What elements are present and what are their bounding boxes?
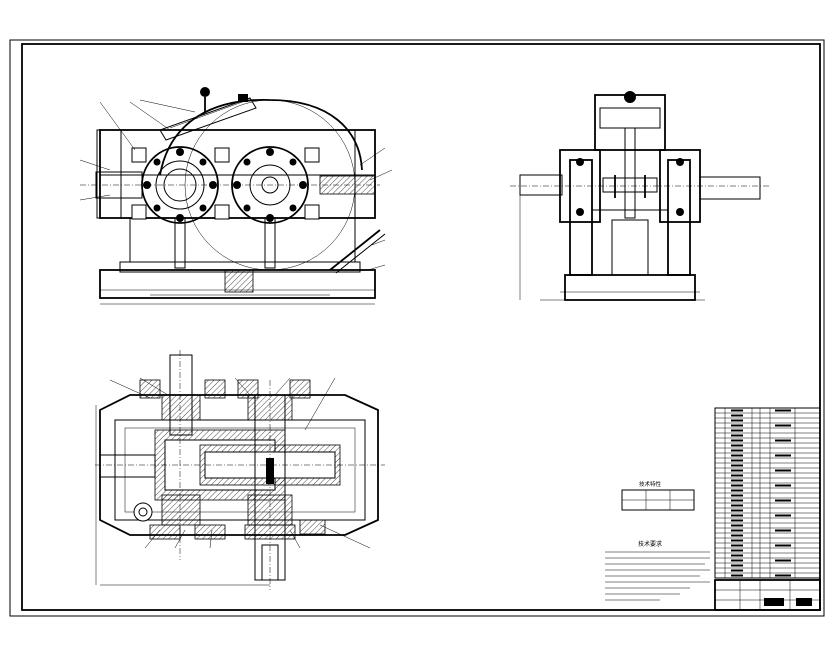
characteristics-heading: 技术特性	[639, 480, 662, 488]
sheet-border	[9, 39, 825, 617]
parts-list-entry	[731, 469, 743, 472]
parts-list-entry	[731, 574, 743, 577]
parts-list-entry	[731, 454, 743, 457]
parts-list-entry	[731, 524, 743, 527]
parts-list-entry	[731, 534, 743, 537]
parts-list-entry	[731, 479, 743, 482]
parts-list-entry	[731, 504, 743, 507]
title-block	[714, 579, 821, 611]
front-view	[79, 87, 393, 305]
parts-list-entry	[775, 544, 791, 547]
parts-list-entry	[775, 559, 791, 562]
parts-list-entry	[775, 574, 791, 577]
parts-list-entry	[731, 484, 743, 487]
parts-list-entry	[731, 564, 743, 567]
parts-list-entry	[731, 409, 743, 412]
parts-list-entry	[731, 474, 743, 477]
parts-list-entry	[731, 424, 743, 427]
parts-list-entry	[731, 509, 743, 512]
parts-list-entry	[731, 554, 743, 557]
parts-list-entry	[775, 424, 791, 427]
parts-list-entry	[731, 539, 743, 542]
parts-list-entry	[775, 454, 791, 457]
parts-list-entry	[731, 519, 743, 522]
characteristics-table: 技术特性	[621, 480, 695, 511]
parts-list-entry	[731, 459, 743, 462]
parts-list-entry	[731, 429, 743, 432]
parts-list-entry	[731, 499, 743, 502]
parts-list-entry	[731, 514, 743, 517]
parts-list-entry	[731, 464, 743, 467]
parts-list-entry	[775, 439, 791, 442]
parts-list-entry	[731, 419, 743, 422]
parts-list-entry	[775, 409, 791, 412]
parts-list-entry	[775, 499, 791, 502]
parts-list	[714, 407, 821, 579]
parts-list-entry	[731, 414, 743, 417]
side-view	[510, 91, 770, 301]
parts-list-entry	[731, 494, 743, 497]
front-bearing-left	[141, 146, 219, 224]
parts-list-entry	[731, 559, 743, 562]
parts-list-entry	[775, 514, 791, 517]
top-section-view	[95, 350, 385, 590]
parts-list-entry	[731, 489, 743, 492]
parts-list-entry	[731, 439, 743, 442]
parts-list-entry	[731, 549, 743, 552]
parts-list-entry	[775, 529, 791, 532]
parts-list-entry	[731, 529, 743, 532]
parts-list-entry	[731, 444, 743, 447]
parts-list-entry	[775, 469, 791, 472]
parts-list-entry	[731, 449, 743, 452]
technical-notes: 技术要求	[605, 540, 710, 601]
parts-list-entry	[775, 484, 791, 487]
parts-list-entry	[731, 544, 743, 547]
notes-lines-placeholder	[605, 551, 710, 601]
parts-list-entry	[731, 569, 743, 572]
notes-heading: 技术要求	[638, 540, 662, 548]
parts-list-entry	[731, 434, 743, 437]
